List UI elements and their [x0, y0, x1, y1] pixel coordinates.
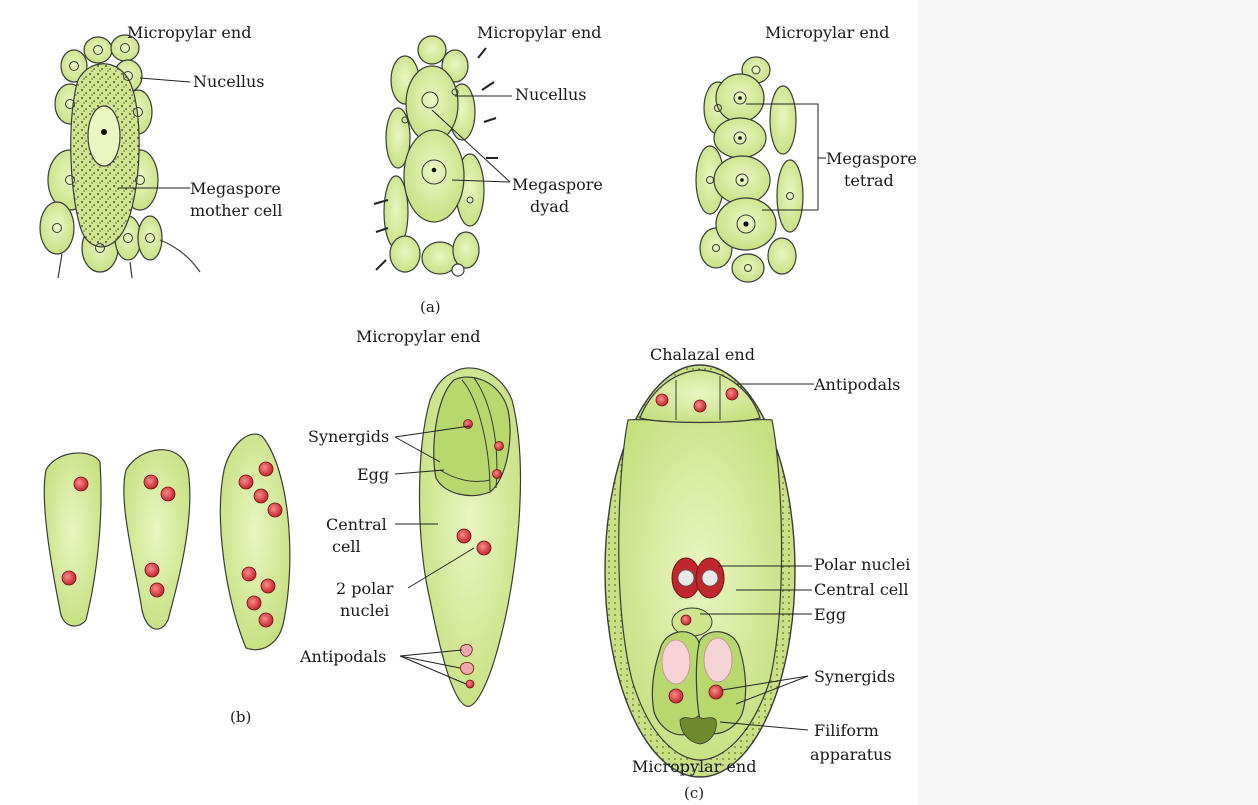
caption-a: (a) [420, 298, 441, 316]
c-synergids-label: Synergids [814, 667, 895, 686]
fig1-mmc-label-1: Megaspore [190, 179, 281, 198]
fig2-dyad-label-1: Megaspore [512, 175, 603, 194]
b-synergids-label: Synergids [308, 427, 389, 446]
b-micropylar-label: Micropylar end [356, 327, 480, 346]
b-central-label-2: cell [332, 537, 361, 556]
caption-b: (b) [230, 708, 251, 726]
fig3-micropylar-label: Micropylar end [765, 23, 889, 42]
caption-c: (c) [684, 784, 704, 802]
fig2-dyad-label-2: dyad [530, 197, 569, 216]
c-filiform-label-1: Filiform [814, 721, 879, 740]
fig-2-nucleate [44, 453, 101, 626]
c-egg-label: Egg [814, 605, 846, 624]
b-polar-label-2: nuclei [340, 601, 389, 620]
fig-4-nucleate [124, 450, 190, 629]
c-polar-label: Polar nuclei [814, 555, 910, 574]
fig1-nucellus-label: Nucellus [193, 72, 264, 91]
leader-nucellus-1 [140, 78, 190, 82]
fig-embryo-sac-c [605, 365, 795, 777]
b-egg-label: Egg [357, 465, 389, 484]
c-central-label: Central cell [814, 580, 909, 599]
c-micropylar-label: Micropylar end [632, 757, 756, 776]
fig2-micropylar-label: Micropylar end [477, 23, 601, 42]
fig1-mmc-label-2: mother cell [190, 201, 282, 220]
b-central-label-1: Central [326, 515, 387, 534]
b-antipodals-label: Antipodals [299, 647, 386, 666]
fig3-tetrad-label-1: Megaspore [826, 149, 917, 168]
fig1-nucellus-edge [160, 240, 200, 272]
fig-megaspore-dyad [384, 36, 484, 274]
c-antipodals-label: Antipodals [813, 375, 900, 394]
c-chalazal-label: Chalazal end [650, 345, 755, 364]
fig-8-nucleate [220, 434, 289, 650]
fig-megaspore-mother-cell [40, 35, 162, 272]
mmc-nucleolus [101, 129, 107, 135]
fig3-tetrad-label-2: tetrad [844, 171, 894, 190]
c-filiform-label-2: apparatus [810, 745, 892, 764]
fig1-micropylar-label: Micropylar end [127, 23, 251, 42]
b-polar-label-1: 2 polar [336, 579, 394, 598]
fig-embryo-sac-b [420, 368, 521, 706]
fig2-nucellus-label: Nucellus [515, 85, 586, 104]
